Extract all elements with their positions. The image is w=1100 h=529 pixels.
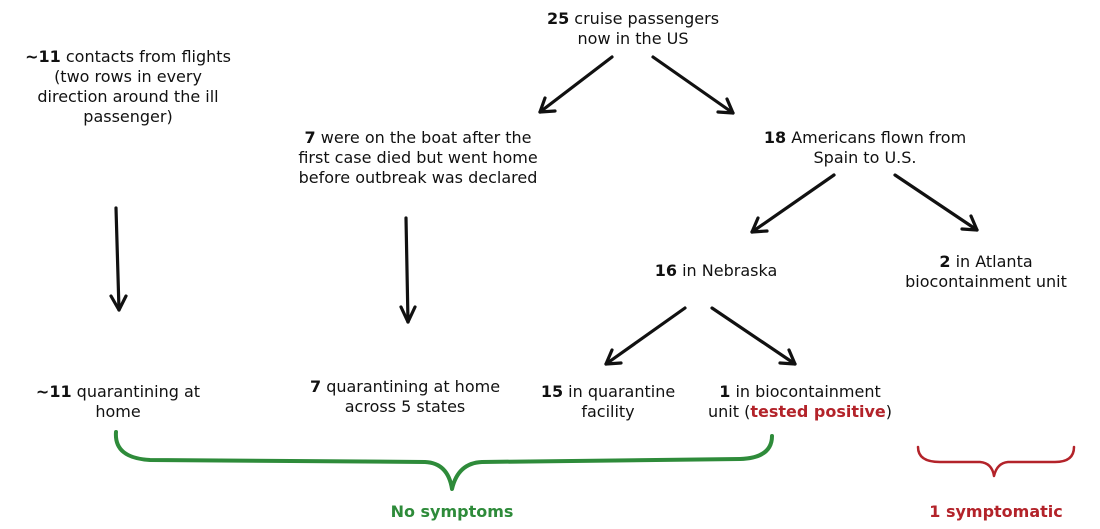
node-quarantining-home: ~11 quarantining at home (35, 382, 201, 421)
node-americans: 18 Americans flown from Spain to U.S. (763, 128, 967, 167)
brace-green (113, 430, 774, 491)
arrow-americans-to-atlanta (893, 173, 979, 232)
label-symptomatic: 1 symptomatic (929, 502, 1063, 521)
arrow-nebraska-to-facility (604, 306, 687, 366)
node-boat: 7 were on the boat after the first case … (298, 128, 538, 187)
node-home-states: 7 quarantining at home across 5 states (309, 377, 501, 416)
node-flights: ~11 contacts from flights (two rows in e… (25, 47, 231, 126)
node-atlanta: 2 in Atlanta biocontainment unit (905, 252, 1067, 291)
brace-red (916, 445, 1076, 478)
arrow-boat-down (399, 216, 417, 324)
node-nebraska: 16 in Nebraska (654, 261, 778, 280)
node-facility: 15 in quarantine facility (540, 382, 676, 421)
arrow-nebraska-to-biocontain (710, 306, 797, 366)
arrow-americans-to-nebraska (750, 173, 836, 234)
label-no-symptoms: No symptoms (390, 502, 514, 521)
tested-positive-text: tested positive (750, 402, 886, 421)
node-biocontainment: 1 in biocontainment unit (tested positiv… (708, 382, 892, 421)
node-root: 25 cruise passengers now in the US (546, 9, 720, 48)
arrow-root-to-americans (651, 55, 735, 115)
arrow-root-to-boat (538, 55, 614, 114)
arrow-flights-down (109, 206, 128, 312)
